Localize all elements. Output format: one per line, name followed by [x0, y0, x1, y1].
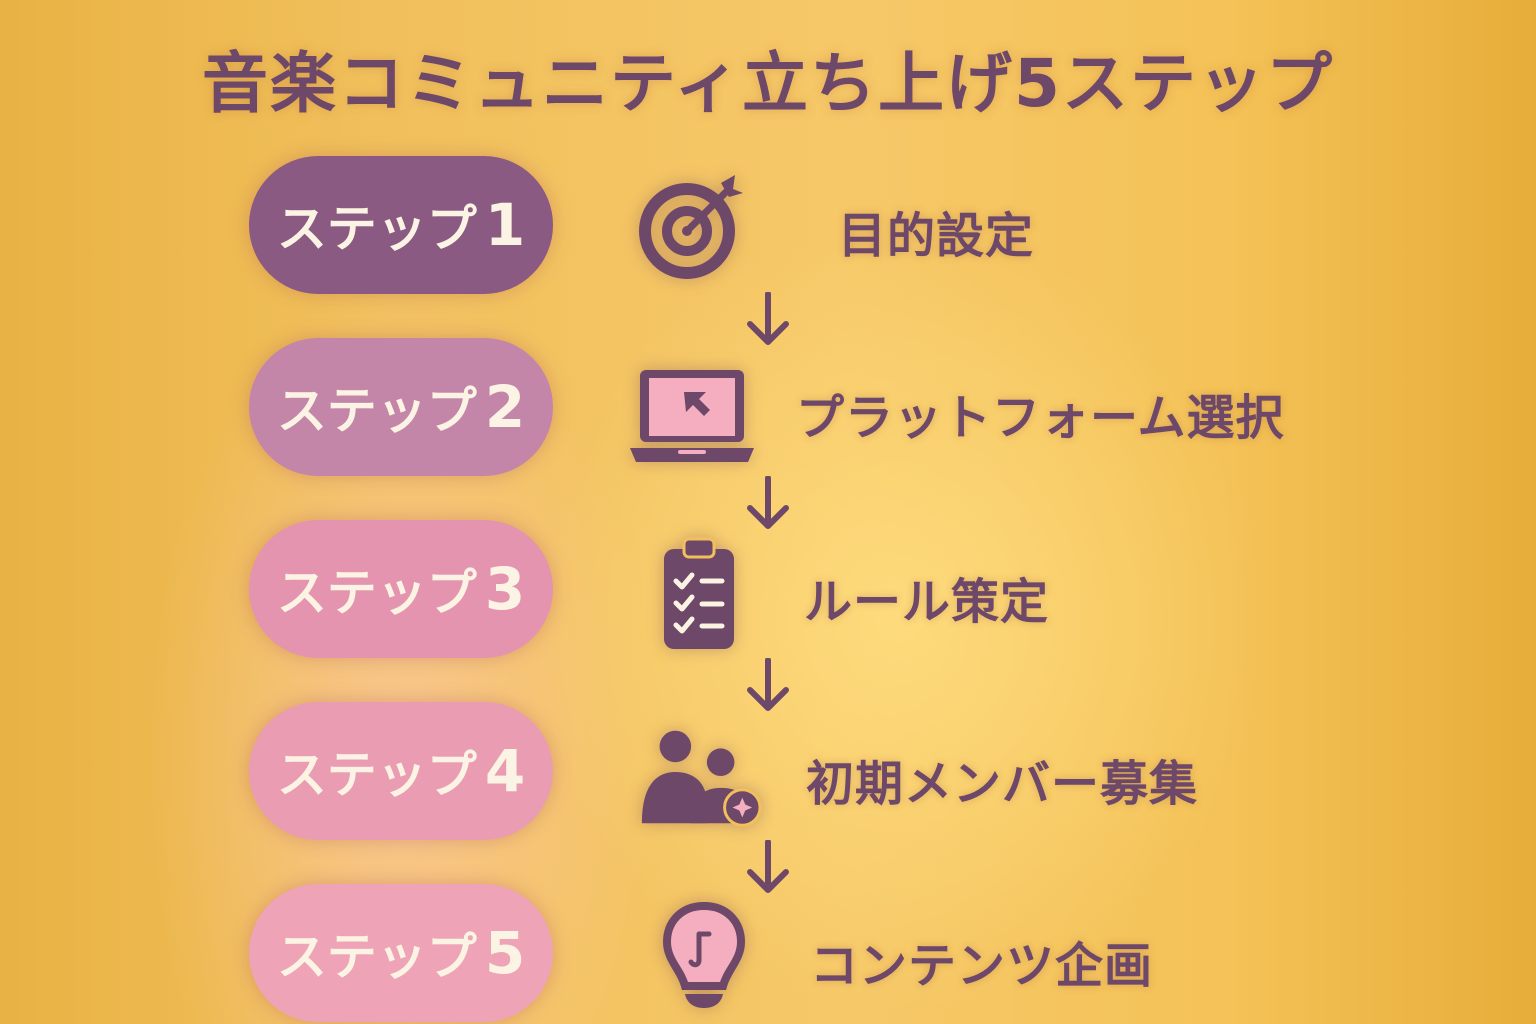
step-number: 2: [484, 373, 526, 441]
down-arrow-icon: [747, 658, 789, 711]
target-icon: [628, 162, 756, 290]
step-prefix: ステップ: [276, 200, 477, 258]
step-5-label: コンテンツ企画: [810, 938, 1154, 994]
step-number: 5: [484, 919, 526, 987]
page-title: 音楽コミュニティ立ち上げ5ステップ: [202, 45, 1334, 122]
laptop-cursor-icon: [628, 350, 756, 478]
step-1-label: 目的設定: [838, 208, 1035, 264]
step-prefix: ステップ: [276, 928, 477, 986]
down-arrow-icon: [747, 292, 789, 345]
step-4-label: 初期メンバー募集: [806, 756, 1199, 812]
lightbulb-music-icon: [640, 892, 768, 1020]
clipboard-checklist-icon: [632, 530, 760, 658]
step-number: 4: [484, 737, 526, 805]
step-number: 3: [484, 555, 526, 623]
users-add-icon: [634, 712, 762, 840]
step-number: 1: [484, 191, 526, 259]
step-prefix: ステップ: [276, 382, 477, 440]
step-prefix: ステップ: [276, 564, 477, 622]
down-arrow-icon: [747, 476, 789, 529]
down-arrow-icon: [747, 840, 789, 893]
step-3-label: ルール策定: [804, 574, 1050, 630]
step-2-label: プラットフォーム選択: [796, 390, 1285, 446]
step-prefix: ステップ: [276, 746, 477, 804]
